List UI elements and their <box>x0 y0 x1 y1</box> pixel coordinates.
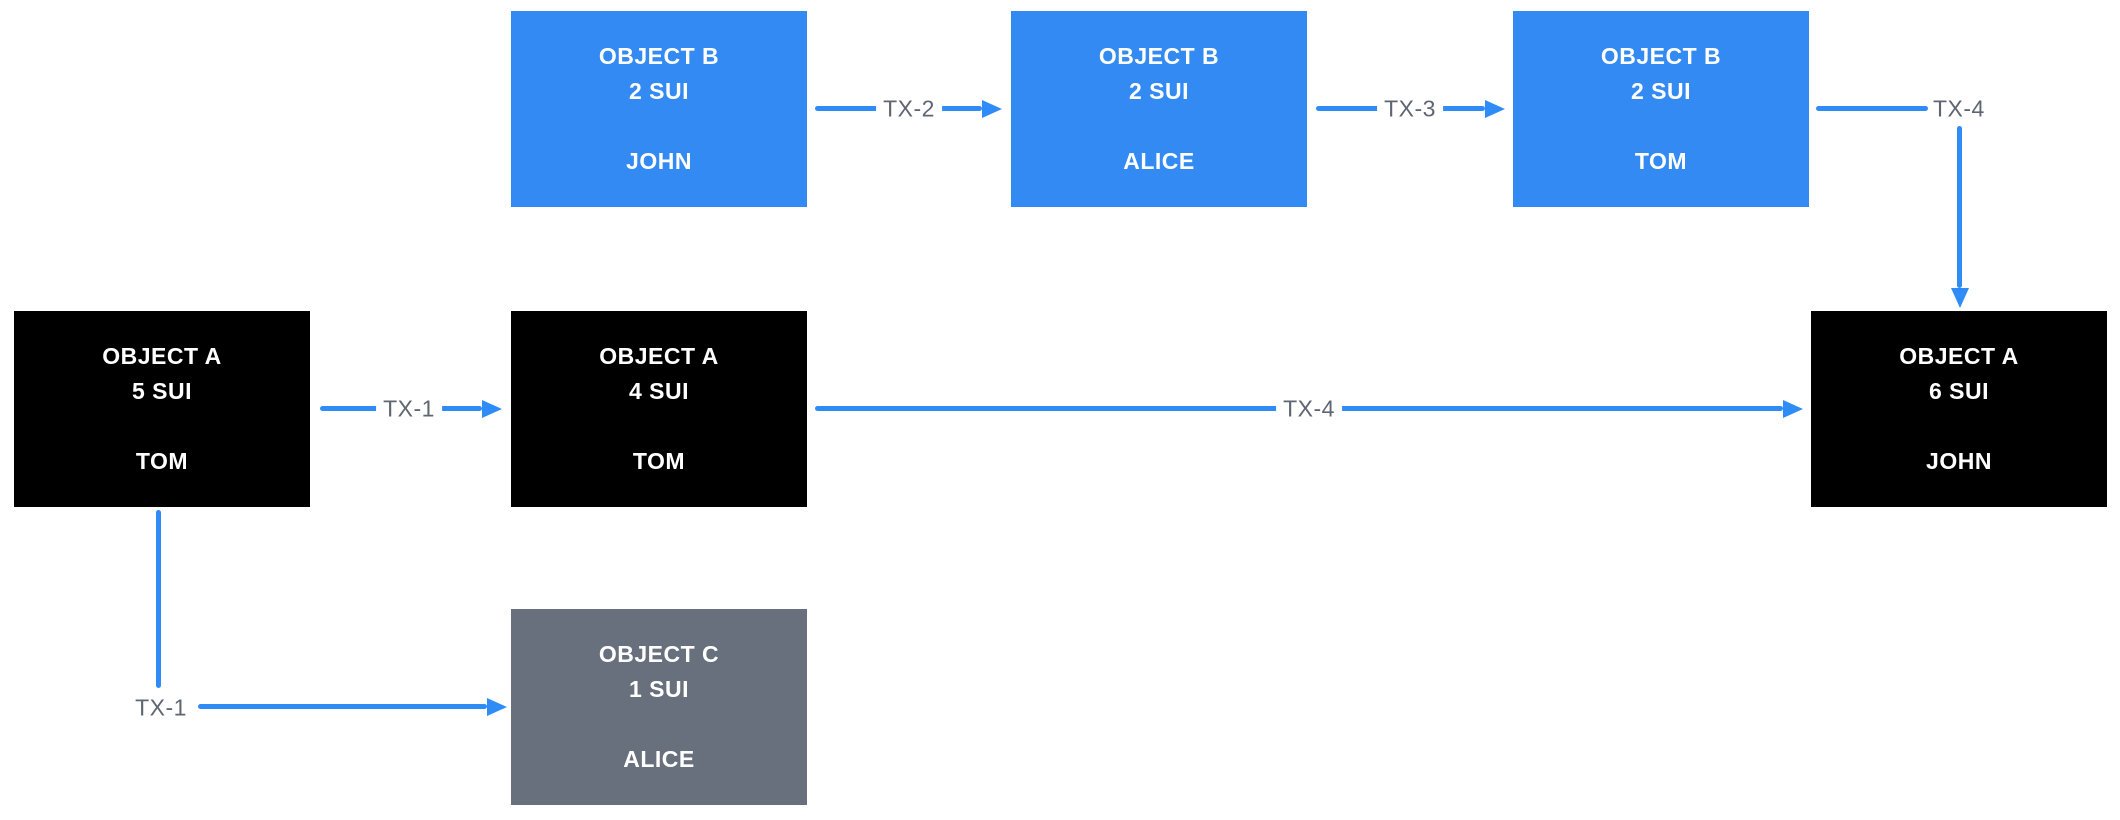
object-title: OBJECT A <box>1899 343 2019 369</box>
tx-label: TX-1 <box>376 395 442 423</box>
object-title: OBJECT B <box>1600 43 1722 69</box>
object-box-a-4sui-tom: OBJECT A 4 SUI TOM <box>511 311 807 507</box>
object-amount: 1 SUI <box>628 676 690 702</box>
object-amount: 5 SUI <box>131 378 193 404</box>
object-box-b-tom: OBJECT B 2 SUI TOM <box>1513 11 1809 207</box>
object-amount: 2 SUI <box>628 78 690 104</box>
tx-label: TX-3 <box>1377 95 1443 123</box>
object-amount: 6 SUI <box>1928 378 1990 404</box>
object-amount: 2 SUI <box>1128 78 1190 104</box>
arrow-line <box>156 510 161 688</box>
object-owner: ALICE <box>623 746 695 772</box>
object-amount: 4 SUI <box>628 378 690 404</box>
tx-label: TX-4 <box>1929 95 1989 123</box>
arrowhead-down-icon <box>1951 288 1969 308</box>
tx-label: TX-2 <box>876 95 942 123</box>
object-owner: TOM <box>1634 148 1688 174</box>
object-box-c-alice: OBJECT C 1 SUI ALICE <box>511 609 807 805</box>
object-amount: 2 SUI <box>1630 78 1692 104</box>
object-title: OBJECT B <box>1098 43 1220 69</box>
arrowhead-right-icon <box>1485 100 1505 118</box>
object-title: OBJECT A <box>102 343 222 369</box>
arrowhead-right-icon <box>487 698 507 716</box>
arrow-line <box>1957 126 1962 288</box>
object-box-b-john: OBJECT B 2 SUI JOHN <box>511 11 807 207</box>
arrowhead-right-icon <box>982 100 1002 118</box>
object-box-a-5sui-tom: OBJECT A 5 SUI TOM <box>14 311 310 507</box>
object-owner: TOM <box>632 448 686 474</box>
object-box-b-alice: OBJECT B 2 SUI ALICE <box>1011 11 1307 207</box>
object-owner: TOM <box>135 448 189 474</box>
arrowhead-right-icon <box>482 400 502 418</box>
arrow-line <box>1816 106 1928 111</box>
object-owner: ALICE <box>1123 148 1195 174</box>
object-box-a-6sui-john: OBJECT A 6 SUI JOHN <box>1811 311 2107 507</box>
object-title: OBJECT C <box>598 641 720 667</box>
object-title: OBJECT B <box>598 43 720 69</box>
tx-label: TX-4 <box>1276 395 1342 423</box>
arrow-line <box>198 704 487 709</box>
object-owner: JOHN <box>1926 448 1992 474</box>
arrowhead-right-icon <box>1783 400 1803 418</box>
object-title: OBJECT A <box>599 343 719 369</box>
object-owner: JOHN <box>626 148 692 174</box>
tx-label: TX-1 <box>128 694 194 722</box>
